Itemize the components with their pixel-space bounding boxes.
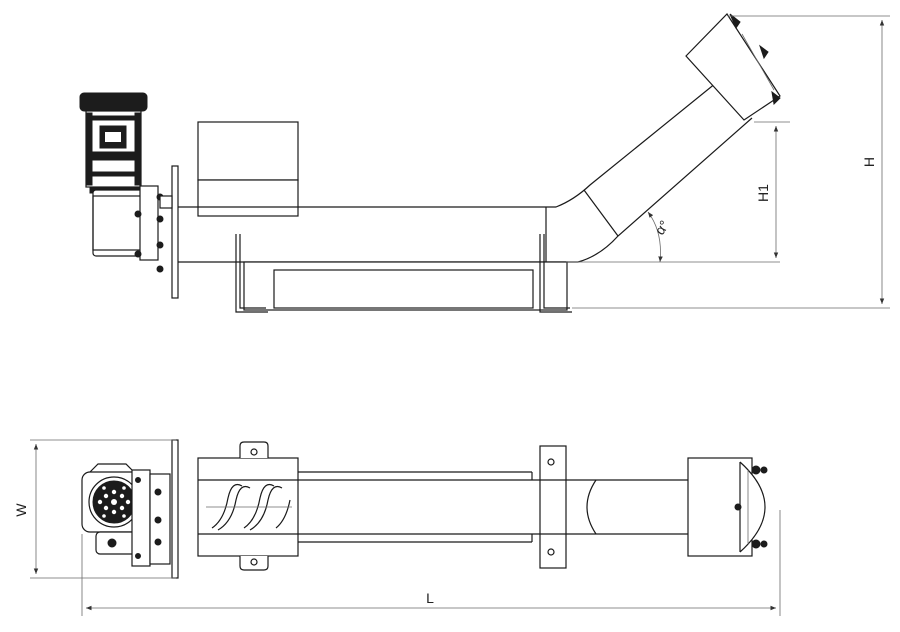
motor-top-cap [79, 92, 148, 112]
w-label: W [13, 503, 29, 517]
angle-label: α° [651, 217, 672, 237]
side-discharge-head [685, 13, 781, 121]
h1-label: H1 [755, 184, 771, 202]
h-label: H [861, 157, 877, 167]
side-inclined-tube [545, 69, 753, 263]
side-support-left [235, 234, 268, 313]
top-support-left [239, 441, 269, 571]
top-view: W L [13, 439, 781, 616]
dimension-h: H [572, 15, 890, 309]
screw-flight [206, 483, 292, 531]
top-discharge-head [687, 457, 768, 557]
side-motor [79, 92, 148, 194]
dimension-l: L [81, 510, 781, 616]
side-end-flange [171, 165, 179, 299]
motor-cooling-fins [85, 112, 142, 186]
top-end-flange [171, 439, 179, 579]
side-gearbox [92, 185, 164, 273]
side-inlet-hopper [197, 121, 299, 217]
top-inlet-hopper [197, 457, 299, 557]
dimension-h1: H1 [754, 121, 790, 258]
top-motor [81, 463, 145, 555]
top-horizontal-tube [298, 471, 540, 543]
angle-indicator: α° [566, 211, 780, 263]
side-support-right [539, 234, 572, 313]
side-view: α° H1 H [79, 13, 890, 313]
dimension-w: W [13, 439, 176, 579]
top-support-right [539, 445, 567, 569]
top-inclined-tube [566, 479, 690, 535]
side-trough [243, 261, 568, 311]
l-label: L [426, 590, 434, 606]
top-gearbox [131, 469, 171, 567]
